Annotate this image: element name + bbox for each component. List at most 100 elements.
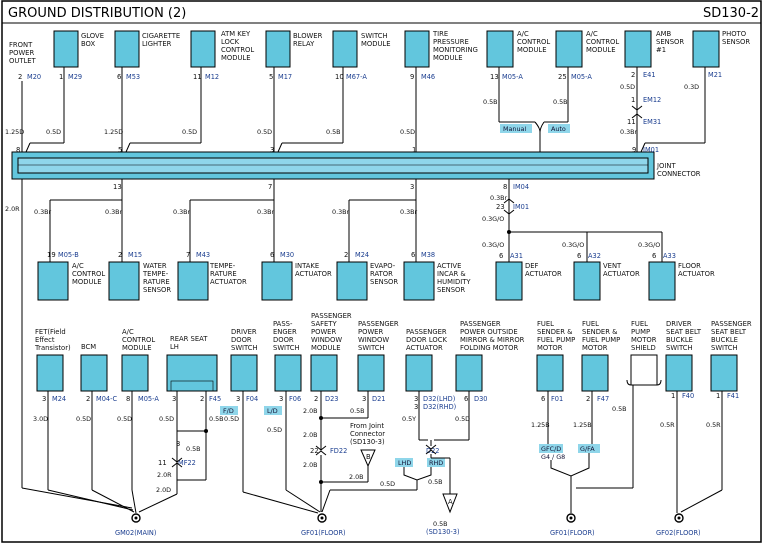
component-box [265,30,291,68]
pin-number: 22 [310,447,319,455]
wire-spec: 1.25D [5,128,24,136]
wire [21,487,133,509]
component-label: FLOOR [678,262,701,270]
component-label: PASSENGER [311,312,352,320]
wire-spec: 2.0B [303,461,318,469]
pin-number: 2 [86,395,90,403]
wire-spec: 0.3Br [620,128,638,136]
component-label: DOOR [273,336,294,344]
pin-number: 6 [541,395,545,403]
connector-id: M04-C [96,395,117,403]
connector-id: FD22 [330,447,347,455]
wire-spec: 0.5D [620,83,635,91]
component-box [692,30,720,68]
connector-id: M05-A [502,73,523,81]
wire [91,489,135,513]
wire-spec: 2.0B [349,473,364,481]
component-label: FUEL PUMP [582,336,620,344]
wire-spec: 0.3Br [332,208,350,216]
pin-number: 13 [113,183,122,191]
component-label: MODULE [221,54,251,62]
pin-number: 19 [47,251,56,259]
pin-number: 7 [268,183,272,191]
component-label: #1 [656,46,666,54]
connector-chevron [171,457,183,463]
connector-id: D32(LHD) [423,395,455,403]
wire-spec: 3.0D [33,415,48,423]
component-label: A/C [517,30,529,38]
component-label: WINDOW [311,336,342,344]
component-label: SENSOR [722,38,750,46]
ground-center [677,516,681,520]
component-label: MODULE [311,344,341,352]
component-box [121,354,149,392]
connector-id: M17 [278,73,292,81]
component-box [177,261,209,301]
component-box [573,261,601,301]
component-label: FET(Field [35,328,66,336]
pin-number: 2 [200,395,204,403]
ground-center [569,516,573,520]
component-box [403,261,435,301]
pin-number: 2 [344,251,348,259]
connector-id: M46 [421,73,435,81]
wire-spec: 0.3G/O [562,241,584,249]
component-label: SENDER & [537,328,573,336]
pin-number: 1 [412,146,416,154]
pin-number: 6 [577,252,581,260]
wire-spec: 0.5D [182,128,197,136]
connector-tag [548,124,570,133]
pin-number: 11 [158,459,167,467]
wire-spec: 2.0B [303,431,318,439]
component-label: VENT [603,262,622,270]
component-label: SWITCH [711,344,738,352]
component-label: POWER [9,49,34,57]
component-label: CONTROL [517,38,550,46]
pin-number: 1 [716,392,720,400]
component-label: SAFETY [311,320,337,328]
wire-spec: 0.3Br [173,208,191,216]
joint-label: CONNECTOR [657,170,701,178]
wire-spec: 0.5D [267,426,282,434]
component-switch-module: SWITCH MODULE 10 M67-A 0.5B [277,30,391,153]
component-label: CONTROL [221,46,254,54]
component-label: BLOWER [293,32,323,40]
component-photo-sensor: PHOTO SENSOR M21 0.3D [640,30,750,153]
component-label: MIRROR & MIRROR [460,336,525,344]
tag-fuel-c: G/FA [580,445,595,453]
grounds: GM02(MAIN) GF01(FLOOR) 0.5B (SD130-3) GF… [115,513,701,537]
connector-chevron [425,449,437,455]
component-label: A/C [122,328,134,336]
component-label: PASSENGER [711,320,752,328]
component-label: TEMPE- [142,270,169,278]
component-label: LOCK [221,38,240,46]
component-box [37,261,69,301]
connector-id: F47 [597,395,609,403]
tag-fuel-b: G4 / G8 [541,453,565,461]
component-label: SWITCH [231,344,258,352]
connector-chevron [315,445,327,451]
pin-number: 10 [335,73,344,81]
component-box [648,261,676,301]
component-label: GLOVE [81,32,104,40]
connector-id: D23 [325,395,338,403]
component-box [166,354,218,392]
arrow-label: A [448,498,453,506]
shield-marks [626,379,662,386]
pin-number: 3 [414,403,418,411]
component-label: BCM [81,343,96,351]
connector-chevron [631,113,643,119]
component-box [404,30,430,68]
component-box [630,354,658,386]
ground-gf01-a: GF01(FLOOR) [301,513,346,537]
component-box [80,354,108,392]
pin-number: 8 [503,183,507,191]
component-label: ACTUATOR [603,270,640,278]
wire-spec: 0.5D [257,128,272,136]
connector-id: M29 [68,73,82,81]
connector-id: F04 [246,395,258,403]
wire-spec: 0.5B [428,478,443,486]
pin-number: 2 [631,71,635,79]
